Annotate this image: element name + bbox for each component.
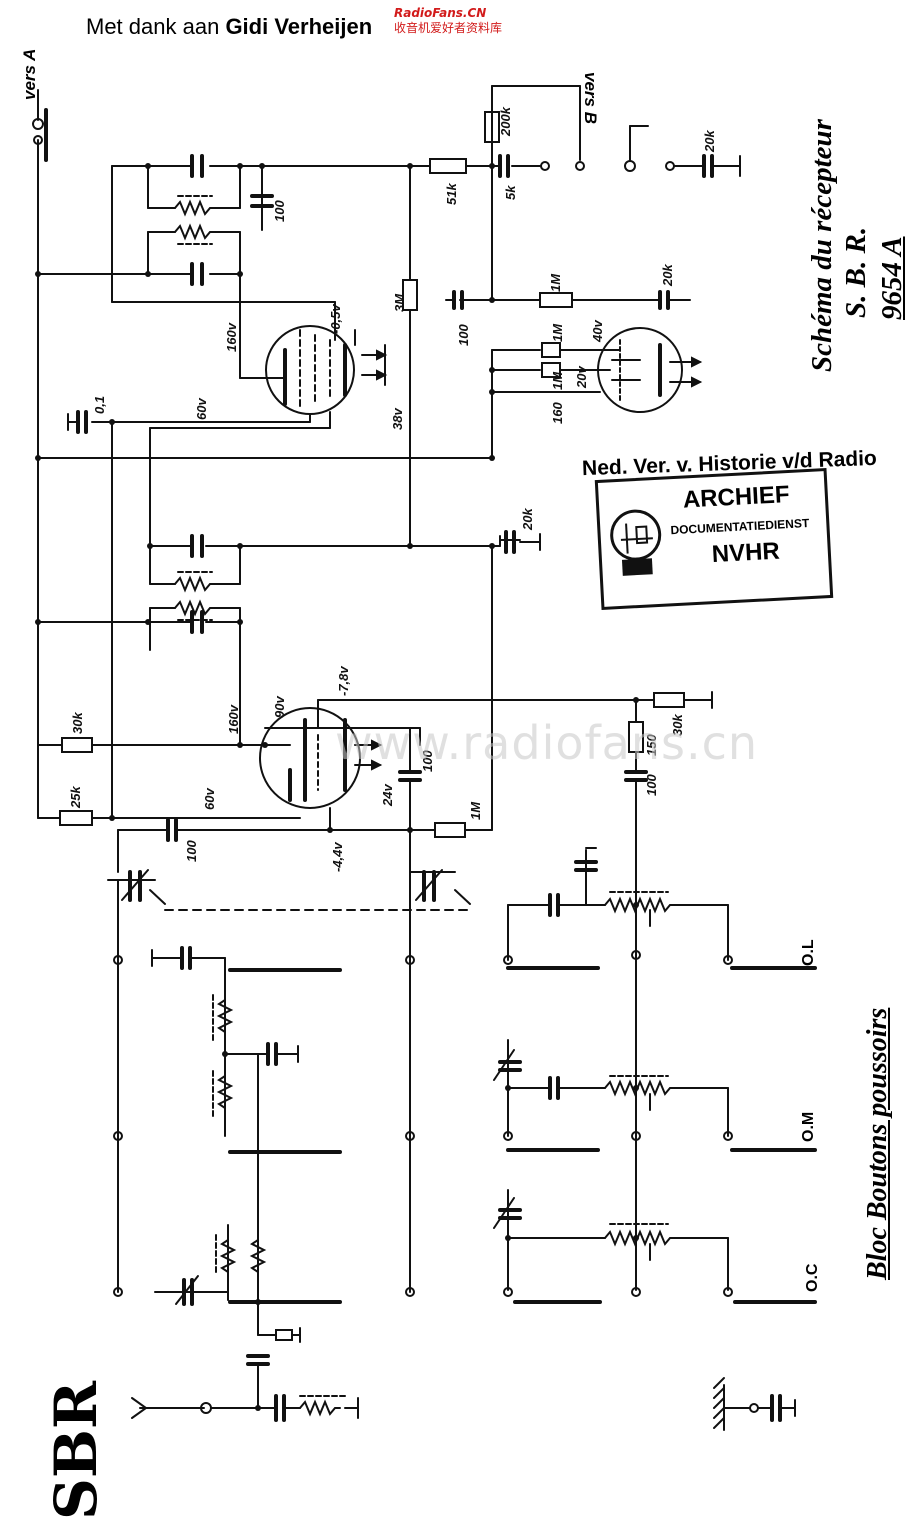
band-label-ol: O.L xyxy=(800,939,817,966)
label-51k: 51k xyxy=(444,183,459,205)
component-labels: 200k 51k 5k 20k 100 3M 1M 20k 100 1M 40v… xyxy=(68,106,717,872)
credit-line: Met dank aan Gidi Verheijen xyxy=(86,14,372,40)
site-subtitle: 收音机爱好者资料库 xyxy=(394,21,503,35)
label-100-e: 100 xyxy=(644,774,659,796)
label-1m-b: 1M xyxy=(550,323,565,342)
watermark: www.radiofans.cn xyxy=(335,716,759,770)
band-label-oc: O.C xyxy=(804,1263,821,1292)
label-40v: 40v xyxy=(590,320,605,343)
label-20k-b: 20k xyxy=(660,264,675,287)
stamp-nvhr: NVHR xyxy=(711,537,781,569)
label-60v-b: 60v xyxy=(202,788,217,810)
wiring xyxy=(32,85,817,1431)
stamp-archief: ARCHIEF xyxy=(682,481,791,514)
connector-b-label: vers B xyxy=(581,72,600,124)
label-38v: 38v xyxy=(390,408,405,430)
brand-logo: SBR xyxy=(42,1380,110,1520)
label-1m-c: 1M xyxy=(550,371,565,390)
bloc-label: Bloc Boutons poussoirs xyxy=(862,1007,893,1280)
band-label-om: O.M xyxy=(800,1111,817,1142)
label-160v-a: 160v xyxy=(224,322,239,352)
stamp-documentatiedienst: DOCUMENTATIEDIENST xyxy=(670,516,810,538)
schema-title: Schéma du récepteur xyxy=(806,119,838,372)
label-neg-0-5v: -0,5v xyxy=(328,304,343,334)
radio-tube-logo-icon xyxy=(610,509,662,576)
label-25k: 25k xyxy=(68,786,83,809)
label-160: 160 xyxy=(550,402,565,424)
label-20v: 20v xyxy=(574,366,589,389)
site-tag: RadioFans.CN 收音机爱好者资料库 xyxy=(394,6,502,36)
label-90v: 90v xyxy=(272,696,287,718)
site-name: RadioFans.CN xyxy=(394,6,487,20)
label-1m-d: 1M xyxy=(468,801,483,820)
label-3m: 3M xyxy=(392,293,407,312)
label-30k-b: 30k xyxy=(670,714,685,736)
schema-number: 9654 A xyxy=(876,236,908,320)
label-neg-7-8v: -7,8v xyxy=(336,666,351,696)
label-100-d: 100 xyxy=(184,840,199,862)
label-100-b: 100 xyxy=(456,324,471,346)
label-1m-a: 1M xyxy=(548,273,563,292)
label-30k-a: 30k xyxy=(70,712,85,734)
label-0-1: 0,1 xyxy=(92,396,107,414)
label-60v-a: 60v xyxy=(194,398,209,420)
junction-dots xyxy=(35,163,639,1411)
label-neg-4-4v: -4,4v xyxy=(330,842,345,872)
schema-model: S. B. R. xyxy=(840,226,872,318)
label-160v-b: 160v xyxy=(226,704,241,734)
label-5k: 5k xyxy=(503,185,518,200)
label-20k-c: 20k xyxy=(520,508,535,531)
connector-a-label: vers A xyxy=(20,48,39,100)
label-24v: 24v xyxy=(380,784,395,807)
archive-stamp: ARCHIEF DOCUMENTATIEDIENST NVHR xyxy=(594,468,834,610)
label-100-top: 100 xyxy=(272,200,287,222)
credit-name: Gidi Verheijen xyxy=(225,14,373,39)
label-200k: 200k xyxy=(498,106,513,137)
label-150: 150 xyxy=(644,734,659,756)
label-20k-top: 20k xyxy=(702,130,717,153)
label-100-c: 100 xyxy=(420,750,435,772)
credit-prefix: Met dank aan xyxy=(86,14,220,39)
